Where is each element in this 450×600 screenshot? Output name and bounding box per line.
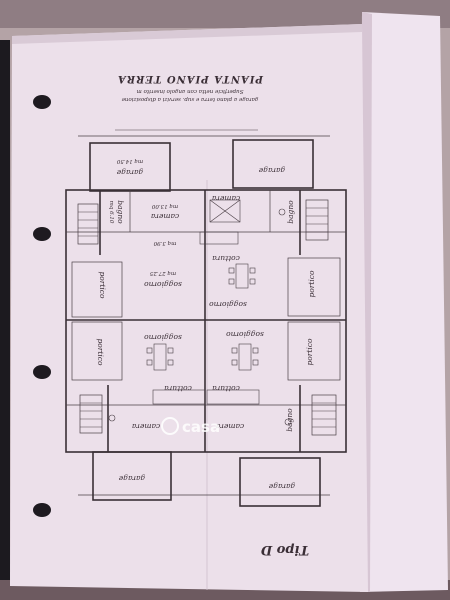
chair [167,359,174,366]
label-garage: garage [268,482,295,491]
chair [252,347,259,354]
label-camera: camera [151,212,179,221]
label-portico: portico [96,338,105,366]
table-top [238,343,252,371]
portico-left-top [71,261,123,318]
label-portico: portico [305,338,314,366]
label-portico: portico [98,271,107,299]
chair [249,278,256,285]
label-soggiorno: soggiorno [144,280,182,289]
label-cottura: cottura [212,384,240,393]
chair [231,359,238,366]
label-cottura: cottura [212,254,240,263]
label-soggiorno: soggiorno [144,333,182,342]
label-bagno: bagno [116,200,125,224]
portico-left-bottom [71,321,123,381]
plan-title: PIANTA PIANO TERRA [117,73,264,84]
stair-bottom-right [311,394,337,436]
toilet-fixture [278,208,286,216]
label-area: mq 3.90 [153,240,176,246]
document-sheet [10,24,368,592]
stair-frame [77,203,99,245]
plan-note-line2: garage a piano terra e sup. servizi a di… [121,96,259,102]
label-camera: camera [132,422,160,431]
label-camera: camera [212,194,240,203]
next-page [360,12,448,592]
watermark-text: casa [182,418,220,436]
label-area: mq 27.25 [149,270,176,276]
kitchen-counter [152,389,206,405]
label-area: mq 6.10 [108,201,114,224]
label-bagno: bagno [285,408,294,432]
chair [167,347,174,354]
label-soggiorno: soggiorno [226,330,264,339]
label-soggiorno: soggiorno [209,300,247,309]
stair-frame [311,394,337,436]
label-bagno: bagno [286,200,295,224]
label-garage: garage [118,474,145,483]
binder-spine [0,40,10,585]
bed-mark [209,199,241,223]
label-cottura: cottura [164,384,192,393]
plan-type-label: Tipo D [260,542,309,557]
punch-hole [33,95,51,109]
stair-bottom-left [79,394,103,434]
table-top [235,263,249,289]
stair-top-left [77,203,99,245]
dining-table [146,343,174,371]
chair [231,347,238,354]
room-labels: garage mq 14.50 garage garage garage bag… [96,158,316,491]
watermark: casa [161,417,220,436]
stair-frame [79,394,103,434]
punch-hole [33,227,51,241]
chair [146,347,153,354]
chair [249,267,256,274]
bed-outline [209,199,241,223]
stair-frame [305,199,329,241]
stair-top-right [305,199,329,241]
label-area: mq 14.50 [116,158,143,164]
table-top [153,343,167,371]
toilet-fixture [284,418,292,426]
portico-right-top [287,257,341,317]
punch-hole [33,503,51,517]
punch-hole [33,365,51,379]
chair [228,267,235,274]
label-area: mq 13.00 [151,203,178,209]
dining-table [231,343,259,371]
portico-right-bottom [287,321,341,381]
sheet-header: PIANTA PIANO TERRA Superficie netta con … [117,73,264,102]
punch-holes [33,95,51,517]
sheet-top-fold [12,24,362,44]
label-garage: garage [116,168,143,177]
kitchen-counter [199,231,239,245]
plan-note-line1: Superficie netta con angolo inserito m [137,88,244,94]
dining-table [228,263,256,289]
label-garage: garage [258,166,285,175]
watermark-logo-icon [161,417,179,435]
label-portico: portico [307,270,316,298]
floor-plan [65,135,347,507]
label-camera: camera [216,422,244,431]
toilet-fixture [108,414,116,422]
building-outline [65,189,347,453]
kitchen-counter [206,389,260,405]
chair [252,359,259,366]
garage-bottom-right [239,457,321,507]
garage-top-right [232,139,314,189]
chair [146,359,153,366]
chair [228,278,235,285]
